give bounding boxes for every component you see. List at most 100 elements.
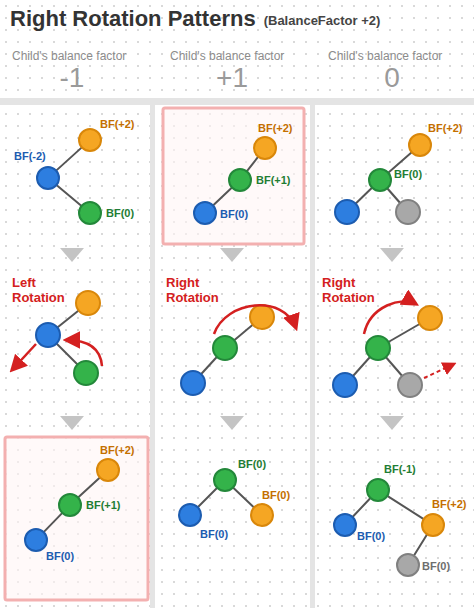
node-circle bbox=[79, 129, 101, 151]
step-arrow bbox=[380, 416, 404, 430]
node-shape bbox=[333, 513, 357, 537]
step-arrow bbox=[60, 248, 84, 262]
tree-link bbox=[247, 157, 258, 172]
node-circle bbox=[179, 504, 201, 526]
tree-node: BF(0) bbox=[333, 513, 357, 537]
balance-factor: BF(+1) bbox=[256, 174, 291, 186]
column-heading: Child's balance factor bbox=[170, 50, 284, 64]
move-arrow bbox=[424, 364, 454, 378]
tree-node: BF(+2) bbox=[96, 458, 120, 482]
rotation-label: Right Rotation bbox=[166, 276, 232, 306]
balance-factor: BF(+2) bbox=[100, 118, 135, 130]
balance-value: -1 bbox=[60, 62, 85, 94]
node-circle bbox=[37, 167, 59, 189]
balance-factor: BF(0) bbox=[220, 208, 248, 220]
tree-node: BF(+2) bbox=[421, 513, 445, 537]
tree-node: BF(0) bbox=[250, 503, 274, 527]
tree-link bbox=[414, 534, 427, 555]
node-shape bbox=[24, 528, 48, 552]
balance-factor: BF(+2) bbox=[258, 122, 293, 134]
node-circle bbox=[369, 169, 391, 191]
node-circle bbox=[79, 202, 101, 224]
node-circle bbox=[97, 459, 119, 481]
node-circle bbox=[214, 469, 236, 491]
node-shape bbox=[213, 468, 237, 492]
node-shape bbox=[96, 458, 120, 482]
node-circle bbox=[422, 514, 444, 536]
balance-factor: BF(0) bbox=[238, 458, 266, 470]
balance-factor: BF(-1) bbox=[384, 463, 416, 475]
rotation-arrow bbox=[12, 344, 36, 370]
tree-node: BF(+2) bbox=[408, 133, 432, 157]
tree-node bbox=[398, 373, 422, 397]
tree-node: BF(0) bbox=[78, 201, 102, 225]
node-shape bbox=[368, 168, 392, 192]
balance-factor: BF(0) bbox=[262, 489, 290, 501]
column-divider bbox=[310, 98, 315, 608]
tree-link bbox=[44, 513, 63, 532]
node-shape bbox=[178, 503, 202, 527]
tree-node bbox=[76, 291, 100, 315]
subtitle: (BalanceFactor +2) bbox=[264, 14, 381, 29]
tree-link bbox=[198, 488, 217, 507]
tree-node: BF(0) bbox=[213, 468, 237, 492]
tree-link bbox=[387, 496, 423, 519]
tree-node: BF(0) bbox=[396, 553, 420, 577]
tree-node bbox=[418, 306, 442, 330]
tree-node: BF(+1) bbox=[228, 168, 252, 192]
balance-value: 0 bbox=[384, 62, 400, 94]
node-shape bbox=[253, 136, 277, 160]
node-circle bbox=[254, 137, 276, 159]
tree-link bbox=[56, 147, 82, 170]
tree-node: BF(-1) bbox=[366, 478, 390, 502]
balance-factor: BF(0) bbox=[422, 560, 450, 572]
tree-link bbox=[353, 498, 371, 517]
tree-node bbox=[396, 200, 420, 224]
rotation-label: Left Rotation bbox=[12, 276, 78, 306]
node-circle bbox=[367, 479, 389, 501]
node-shape bbox=[408, 133, 432, 157]
column-heading: Child's balance factor bbox=[12, 50, 126, 64]
step-arrow bbox=[220, 416, 244, 430]
balance-factor: BF(0) bbox=[106, 207, 134, 219]
balance-factor: BF(+2) bbox=[432, 498, 467, 510]
tree-link bbox=[78, 477, 100, 497]
tree-node bbox=[36, 323, 60, 347]
node-shape bbox=[421, 513, 445, 537]
tree-node: BF(0) bbox=[24, 528, 48, 552]
balance-factor: BF(0) bbox=[394, 168, 422, 180]
balance-factor: BF(+1) bbox=[86, 499, 121, 511]
step-arrow bbox=[220, 248, 244, 262]
tree-node bbox=[333, 373, 357, 397]
highlight-box bbox=[163, 108, 304, 244]
tree-node: BF(0) bbox=[193, 201, 217, 225]
tree-node bbox=[213, 336, 237, 360]
rotation-arrow bbox=[66, 340, 102, 366]
node-circle bbox=[59, 494, 81, 516]
step-arrow bbox=[380, 248, 404, 262]
node-circle bbox=[25, 529, 47, 551]
node-circle bbox=[397, 554, 419, 576]
node-shape bbox=[36, 166, 60, 190]
tree-node bbox=[335, 200, 359, 224]
node-shape bbox=[250, 503, 274, 527]
rotation-arrow bbox=[364, 301, 416, 334]
rotation-label: Right Rotation bbox=[322, 276, 388, 306]
node-shape bbox=[58, 493, 82, 517]
tree-node: BF(+2) bbox=[253, 136, 277, 160]
tree-node bbox=[74, 361, 98, 385]
balance-factor: BF(0) bbox=[46, 550, 74, 562]
highlight-box bbox=[5, 437, 148, 600]
rotation-arrow bbox=[214, 305, 296, 334]
tree-node bbox=[366, 336, 390, 360]
node-circle bbox=[409, 134, 431, 156]
tree-node: BF(+2) bbox=[78, 128, 102, 152]
node-shape bbox=[396, 553, 420, 577]
header-band bbox=[0, 98, 474, 105]
node-circle bbox=[334, 514, 356, 536]
balance-factor: BF(-2) bbox=[14, 150, 46, 162]
node-shape bbox=[78, 128, 102, 152]
step-arrow bbox=[60, 416, 84, 430]
tree-node bbox=[250, 305, 274, 329]
node-circle bbox=[229, 169, 251, 191]
